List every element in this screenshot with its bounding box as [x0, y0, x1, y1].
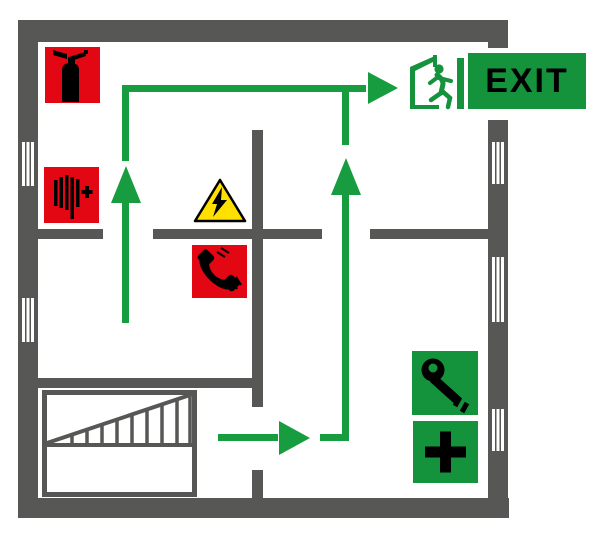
emergency-telephone-icon — [192, 245, 247, 298]
escape-route-elbow — [320, 434, 349, 441]
inner-wall-center-vertical-lower — [252, 470, 263, 500]
exit-running-man-door-icon — [406, 53, 465, 113]
wall-top — [18, 20, 488, 42]
electrical-hazard-warning-icon — [192, 177, 248, 224]
exit-sign: EXIT — [468, 53, 586, 109]
stairs-icon — [42, 390, 197, 497]
emergency-telephone-sign — [192, 245, 247, 298]
window-marker — [492, 142, 504, 184]
escape-route-arrow-right — [331, 158, 361, 195]
key-icon — [412, 351, 478, 415]
first-aid-sign — [413, 421, 478, 483]
window-marker — [492, 257, 504, 322]
first-aid-cross-icon — [413, 421, 478, 483]
fire-hose-reel-icon — [44, 167, 99, 223]
window-marker — [22, 142, 34, 186]
wall-left — [18, 20, 38, 518]
inner-wall-middle-right — [370, 229, 490, 239]
fire-extinguisher-icon — [45, 47, 100, 103]
escape-route-arrow-to-exit — [368, 72, 398, 104]
inner-wall-left-room — [38, 229, 103, 239]
window-marker — [22, 298, 34, 342]
escape-route-line-right-tail — [342, 195, 349, 434]
key-box-sign — [412, 351, 478, 415]
inner-wall-stair-room — [38, 378, 253, 388]
fire-extinguisher-sign — [45, 47, 100, 103]
escape-route-arrow-left — [111, 166, 141, 203]
electrical-hazard-warning-sign — [192, 177, 248, 224]
exit-door-pictogram — [406, 53, 465, 113]
window-marker — [492, 409, 504, 451]
escape-route-line-left-upper — [122, 85, 129, 161]
escape-route-line-right-upper — [342, 92, 349, 145]
escape-route-line-bottom — [218, 434, 278, 441]
fire-hose-reel-sign — [44, 167, 99, 223]
inner-wall-center-vertical — [252, 130, 263, 407]
escape-route-arrow-bottom — [279, 421, 310, 455]
exit-sign-label: EXIT — [485, 62, 569, 100]
inner-wall-middle — [153, 229, 322, 239]
escape-route-line-left-tail — [122, 203, 129, 323]
wall-bottom — [18, 498, 509, 518]
wall-top-right-corner — [488, 20, 508, 48]
escape-route-line-top — [122, 85, 366, 92]
